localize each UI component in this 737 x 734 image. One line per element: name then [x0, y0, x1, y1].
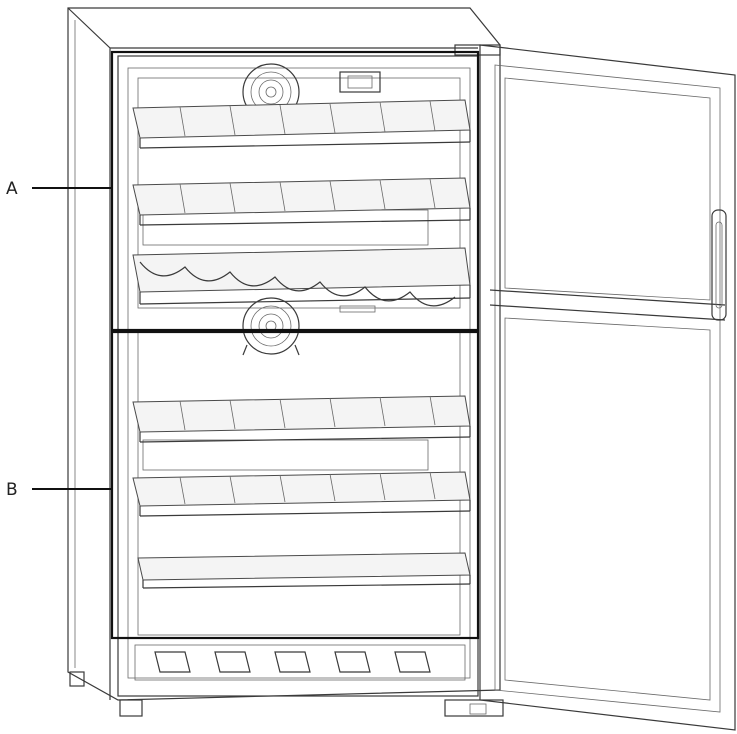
shelf-2	[132, 177, 471, 226]
shelf-5	[132, 471, 471, 517]
shelf-3-bottle-rack	[132, 247, 471, 307]
callout-b-label: B	[6, 480, 18, 500]
callout-a-label: A	[6, 179, 18, 199]
glass-door	[454, 44, 736, 731]
interior-back-wall	[137, 77, 461, 636]
zone-a-outline	[110, 50, 480, 332]
control-panel	[339, 71, 381, 313]
cabinet-feet	[69, 671, 504, 717]
shelf-4	[132, 395, 471, 443]
fan-lower	[242, 297, 300, 356]
shelf-1	[132, 99, 471, 149]
shelf-6	[137, 552, 471, 589]
bottom-vents	[134, 644, 466, 681]
door-handle	[711, 209, 727, 321]
shelf-slats	[179, 100, 436, 505]
zone-b-outline	[110, 330, 480, 640]
